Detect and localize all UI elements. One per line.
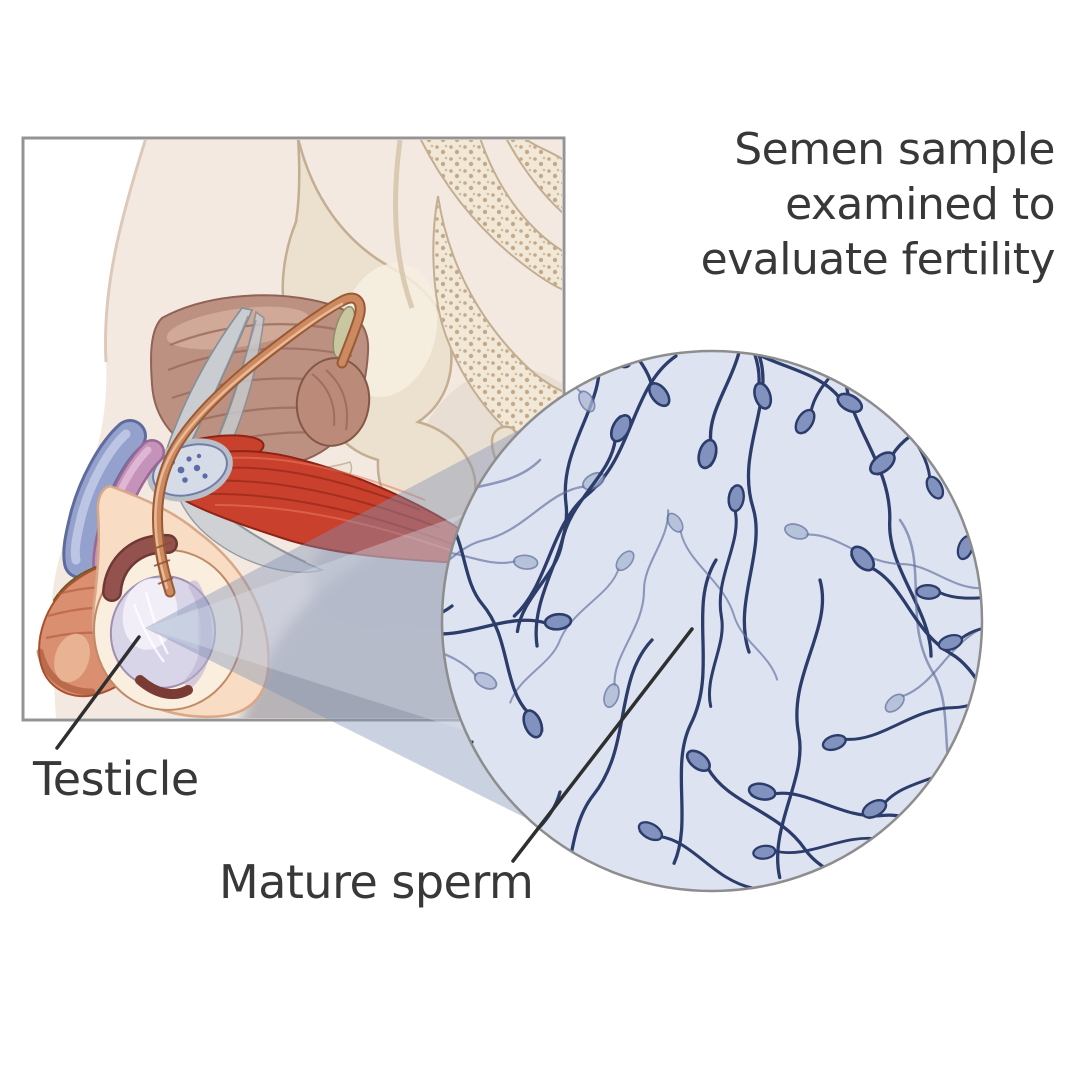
testicle-illustration xyxy=(102,533,217,700)
label-mature-sperm: Mature sperm xyxy=(219,855,534,909)
vas-deferens xyxy=(152,292,366,598)
label-testicle: Testicle xyxy=(33,752,199,806)
caption-line-1: Semen sample xyxy=(734,124,1055,175)
leader-line-testicle xyxy=(55,635,141,750)
caption-semen-sample: Semen sample examined to evaluate fertil… xyxy=(700,122,1056,287)
caption-line-3: evaluate fertility xyxy=(700,234,1056,285)
leader-line-mature-sperm xyxy=(511,627,694,863)
microscope-circle xyxy=(440,349,984,893)
caption-line-2: examined to xyxy=(785,179,1055,230)
